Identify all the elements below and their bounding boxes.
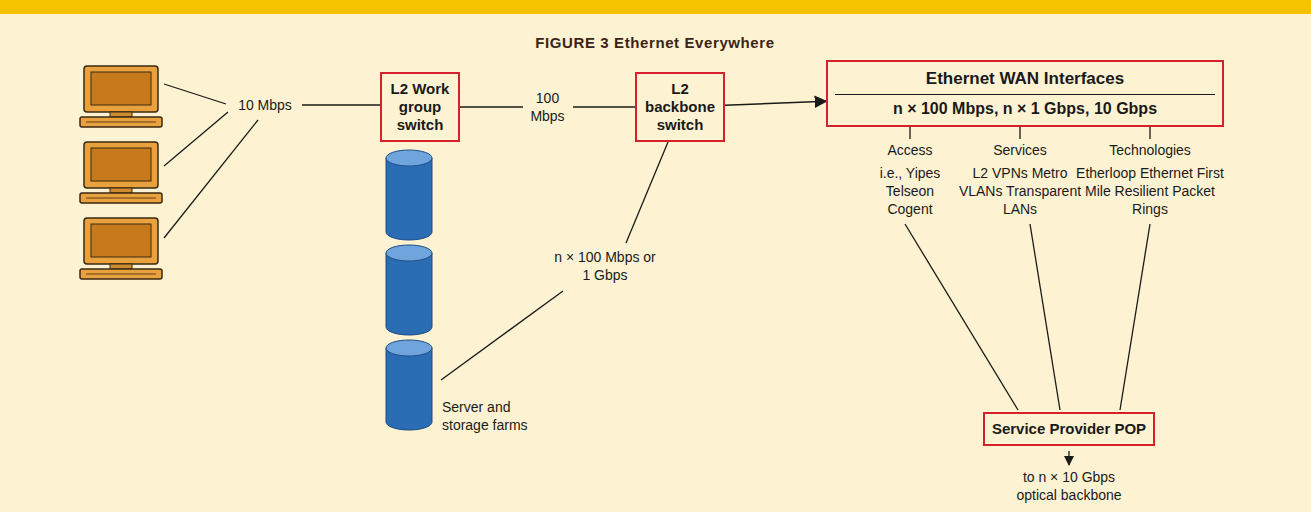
storage-cylinder <box>386 150 432 240</box>
box-text: Service Provider POP <box>992 420 1146 438</box>
column-heading: Services <box>993 141 1047 159</box>
computer-icon <box>80 218 162 279</box>
leader-line <box>302 104 380 105</box>
leader-line <box>626 142 668 243</box>
storage-cylinder <box>386 340 432 430</box>
provider-list: i.e., Yipes Telseon Cogent <box>863 164 958 218</box>
connector <box>725 101 826 105</box>
top-bar <box>0 0 1311 14</box>
farm-label: Server and storage farms <box>442 398 554 434</box>
link-speed-label: 100 Mbps <box>523 87 573 127</box>
column-heading: Technologies <box>1109 141 1191 159</box>
storage-cylinder <box>386 245 432 335</box>
backbone-label: to n × 10 Gbps optical backbone <box>1004 468 1134 504</box>
box-text: L2 Work group switch <box>389 80 451 134</box>
leader-line <box>441 291 563 380</box>
speed-label: n × 100 Mbps or 1 Gbps <box>550 248 660 284</box>
switch-box: L2 Work group switch <box>380 72 460 142</box>
leader-line <box>1030 224 1060 410</box>
box-text: n × 100 Mbps, n × 1 Gbps, 10 Gbps <box>835 94 1215 119</box>
box-text: Ethernet WAN Interfaces <box>835 68 1215 90</box>
leader-line <box>1120 224 1150 410</box>
leader-line <box>164 112 228 166</box>
speed-label: 10 Mbps <box>238 96 292 114</box>
leader-line <box>164 84 226 104</box>
switch-box: L2 backbone switch <box>635 72 725 142</box>
service-list: L2 VPNs Metro VLANs Transparent LANs <box>950 164 1090 218</box>
leader-line <box>905 224 1018 410</box>
leader-arrow <box>1068 451 1069 465</box>
computer-icon <box>80 142 162 203</box>
leader-line <box>164 120 258 238</box>
pop-box: Service Provider POP <box>983 412 1155 446</box>
figure-title: FIGURE 3 Ethernet Everywhere <box>535 34 774 51</box>
column-heading: Access <box>887 141 932 159</box>
wan-interface-box: Ethernet WAN Interfaces n × 100 Mbps, n ×… <box>826 60 1224 127</box>
computer-icon <box>80 66 162 127</box>
box-text: L2 backbone switch <box>644 80 716 134</box>
technology-list: Etherloop Ethernet First Mile Resilient … <box>1075 164 1225 218</box>
